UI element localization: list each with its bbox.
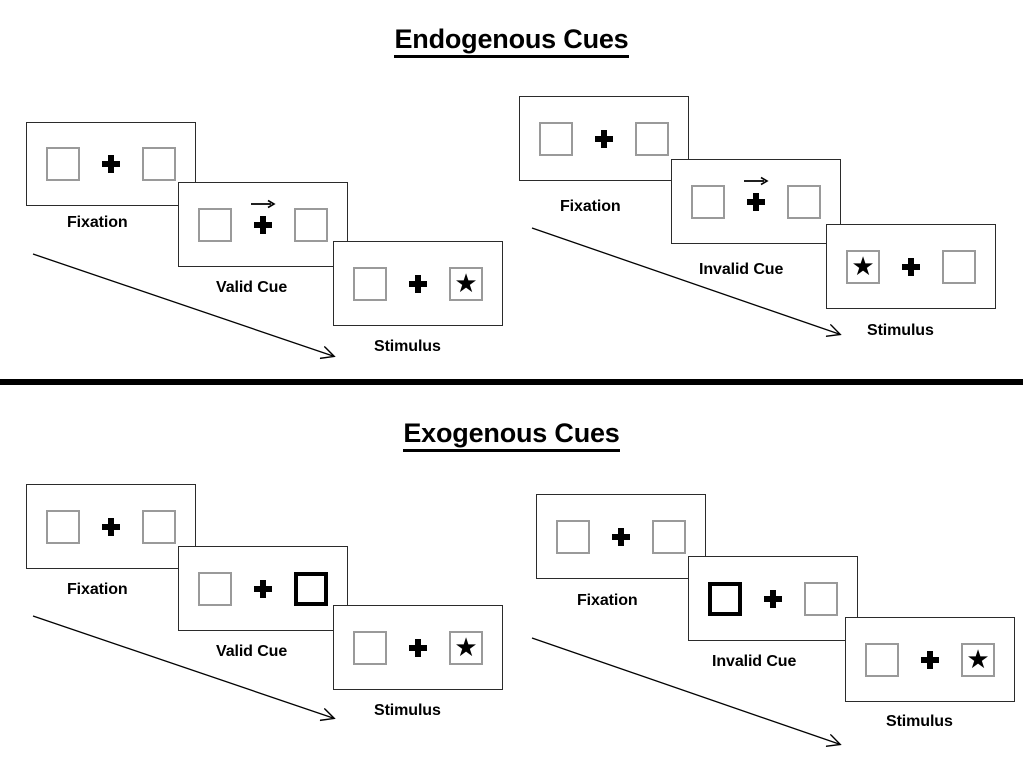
center-column [409, 274, 427, 293]
cue-right-arrow-icon [251, 199, 276, 208]
right-box [294, 207, 328, 242]
section-title-endogenous: Endogenous Cues [0, 24, 1023, 58]
section-title-endogenous-text: Endogenous Cues [394, 24, 629, 58]
fixation-cross-icon [409, 638, 427, 657]
center-column [902, 257, 920, 276]
panel-exogenous-invalid-fixation [536, 494, 706, 579]
caption-exogenous-valid-stimulus: Stimulus [374, 702, 441, 719]
fixation-cross-icon [254, 579, 272, 598]
panel-exogenous-valid-fixation [26, 484, 196, 569]
panel-endogenous-invalid-stimulus: ★ [826, 224, 996, 309]
fixation-cross-icon [254, 215, 272, 234]
center-column [409, 638, 427, 657]
center-column [744, 176, 769, 211]
panel-display [179, 183, 347, 266]
caption-exogenous-invalid-stimulus: Stimulus [886, 713, 953, 730]
right-box [942, 249, 976, 284]
center-column [764, 589, 782, 608]
fixation-cross-icon [902, 257, 920, 276]
center-column [254, 579, 272, 598]
panel-endogenous-valid-fixation [26, 122, 196, 206]
cue-right-arrow-icon [744, 176, 769, 185]
left-box [865, 642, 899, 677]
left-box [353, 266, 387, 301]
right-box [804, 581, 838, 616]
left-box [353, 630, 387, 665]
star-stimulus-icon: ★ [454, 631, 478, 662]
fixation-cross-icon [921, 650, 939, 669]
panel-exogenous-invalid-stimulus: ★ [845, 617, 1015, 702]
panel-display [689, 557, 857, 640]
panel-exogenous-invalid-cue [688, 556, 858, 641]
right-box [787, 184, 821, 219]
star-stimulus-icon: ★ [966, 643, 990, 674]
right-box-cued [294, 571, 328, 606]
star-stimulus-icon: ★ [454, 267, 478, 298]
panel-endogenous-invalid-cue [671, 159, 841, 244]
panel-display: ★ [827, 225, 995, 308]
right-box: ★ [449, 630, 483, 665]
right-box [635, 121, 669, 156]
fixation-cross-icon [102, 517, 120, 536]
caption-endogenous-valid-stimulus: Stimulus [374, 338, 441, 355]
fixation-cross-icon [764, 589, 782, 608]
left-box [198, 207, 232, 242]
section-title-exogenous: Exogenous Cues [0, 418, 1023, 452]
center-column [921, 650, 939, 669]
panel-endogenous-invalid-fixation [519, 96, 689, 181]
center-column [102, 517, 120, 536]
panel-display [537, 495, 705, 578]
panel-display [27, 123, 195, 205]
fixation-cross-icon [409, 274, 427, 293]
caption-exogenous-invalid-cue: Invalid Cue [712, 653, 797, 670]
panel-display [520, 97, 688, 180]
caption-exogenous-valid-cue: Valid Cue [216, 643, 288, 660]
panel-display [179, 547, 347, 630]
fixation-cross-icon [747, 192, 765, 211]
star-stimulus-icon: ★ [851, 250, 875, 281]
left-box [556, 519, 590, 554]
right-box [652, 519, 686, 554]
caption-endogenous-invalid-stimulus: Stimulus [867, 322, 934, 339]
left-box [198, 571, 232, 606]
left-box [46, 147, 80, 181]
fixation-cross-icon [612, 527, 630, 546]
panel-exogenous-valid-stimulus: ★ [333, 605, 503, 690]
caption-endogenous-valid-fixation: Fixation [67, 214, 128, 231]
center-column [102, 155, 120, 173]
caption-endogenous-invalid-cue: Invalid Cue [699, 261, 784, 278]
left-box-cued [708, 581, 742, 616]
section-title-exogenous-text: Exogenous Cues [403, 418, 620, 452]
caption-exogenous-invalid-fixation: Fixation [577, 592, 638, 609]
panel-display: ★ [334, 606, 502, 689]
panel-display: ★ [334, 242, 502, 325]
center-column [251, 199, 276, 234]
center-column [595, 129, 613, 148]
center-column [612, 527, 630, 546]
caption-exogenous-valid-fixation: Fixation [67, 581, 128, 598]
panel-endogenous-valid-stimulus: ★ [333, 241, 503, 326]
left-box: ★ [846, 249, 880, 284]
right-box: ★ [449, 266, 483, 301]
left-box [539, 121, 573, 156]
fixation-cross-icon [595, 129, 613, 148]
caption-endogenous-valid-cue: Valid Cue [216, 279, 288, 296]
right-box: ★ [961, 642, 995, 677]
panel-endogenous-valid-cue [178, 182, 348, 267]
panel-display [27, 485, 195, 568]
left-box [46, 509, 80, 544]
panel-exogenous-valid-cue [178, 546, 348, 631]
right-box [142, 147, 176, 181]
section-divider [0, 379, 1023, 385]
left-box [691, 184, 725, 219]
panel-display: ★ [846, 618, 1014, 701]
caption-endogenous-invalid-fixation: Fixation [560, 198, 621, 215]
fixation-cross-icon [102, 155, 120, 173]
time-arrow-exogenous-invalid [531, 637, 857, 762]
panel-display [672, 160, 840, 243]
right-box [142, 509, 176, 544]
